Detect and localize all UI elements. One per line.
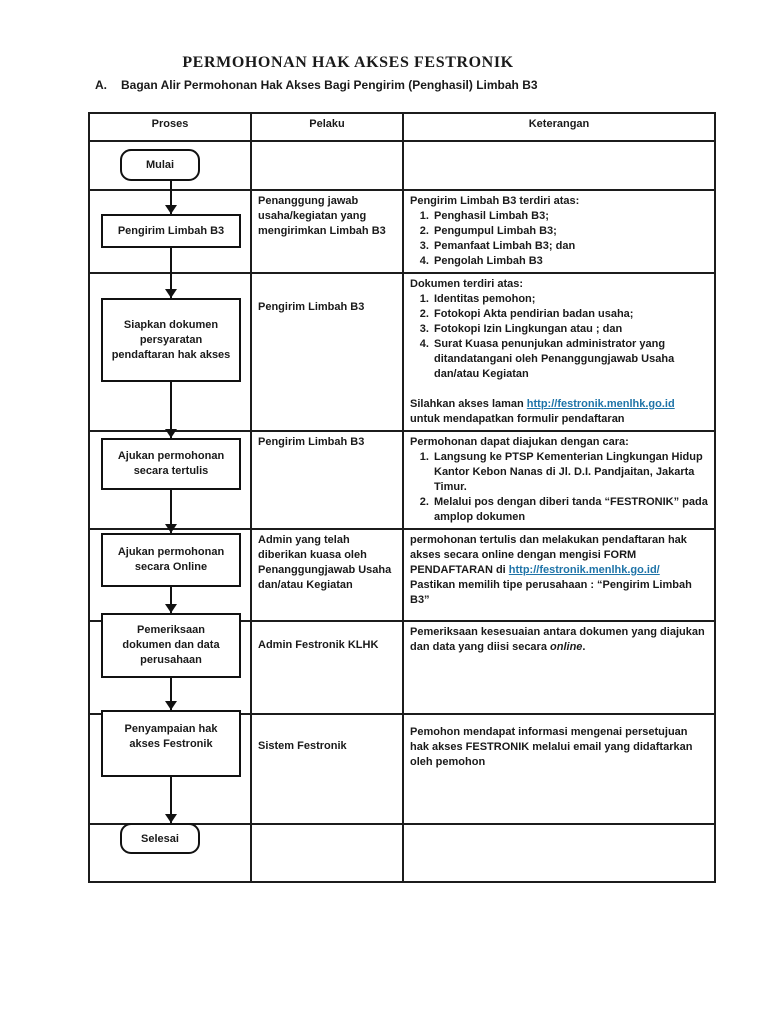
blank-line	[410, 382, 708, 397]
cell-keterangan-online: permohonan tertulis dan melakukan pendaf…	[402, 528, 716, 622]
cell-keterangan-penyampaian: Pemohon mendapat informasi mengenai pers…	[402, 713, 716, 825]
list-item: Penghasil Limbah B3;	[432, 209, 708, 224]
flow-node-pengirim-limbah-b3: Pengirim Limbah B3	[101, 214, 241, 248]
link-suffix-text: untuk mendapatkan formulir pendaftaran	[410, 413, 625, 425]
page-title: PERMOHONAN HAK AKSES FESTRONIK	[182, 54, 514, 71]
column-header-pelaku: Pelaku	[250, 112, 404, 142]
flow-connector-line	[170, 180, 172, 823]
cell-pelaku-tertulis: Pengirim Limbah B3	[250, 430, 404, 530]
list-item: Pemanfaat Limbah B3; dan	[432, 239, 708, 254]
cell-keterangan-mulai	[402, 140, 716, 191]
cell-pelaku-penyampaian: Sistem Festronik	[250, 713, 404, 825]
cell-keterangan-pemeriksaan: Pemeriksaan kesesuaian antara dokumen ya…	[402, 620, 716, 715]
keterangan-paragraph: permohonan tertulis dan melakukan pendaf…	[410, 533, 708, 578]
section-heading: A. Bagan Alir Permohonan Hak Akses Bagi …	[95, 78, 538, 92]
cell-keterangan-siapkan: Dokumen terdiri atas: Identitas pemohon;…	[402, 272, 716, 432]
keterangan-link-line: Silahkan akses laman http://festronik.me…	[410, 397, 708, 412]
festronik-link[interactable]: http://festronik.menlhk.go.id/	[508, 564, 660, 576]
list-item: Fotokopi Akta pendirian badan usaha;	[432, 307, 708, 322]
keterangan-note: Pastikan memilih tipe perusahaan : “Peng…	[410, 579, 692, 606]
flow-node-mulai: Mulai	[120, 149, 200, 181]
list-item: Fotokopi Izin Lingkungan atau ; dan	[432, 322, 708, 337]
list-item: Pengolah Limbah B3	[432, 254, 708, 269]
arrowhead-down-icon	[165, 289, 177, 298]
flowchart-layer: Mulai Pengirim Limbah B3 Siapkan dokumen…	[88, 112, 340, 862]
flow-node-selesai: Selesai	[120, 823, 200, 854]
cell-pelaku-selesai	[250, 823, 404, 883]
flowchart-table-wrap: Proses Pelaku Keterangan Penanggung jawa…	[88, 112, 716, 883]
cell-pelaku-pemeriksaan: Admin Festronik KLHK	[250, 620, 404, 715]
flow-node-penyampaian: Penyampaian hak akses Festronik	[101, 710, 241, 777]
link-prefix-text: Silahkan akses laman	[410, 398, 527, 410]
flow-node-pemeriksaan: Pemeriksaan dokumen dan data perusahaan	[101, 613, 241, 678]
section-letter: A.	[95, 78, 107, 92]
cell-keterangan-selesai	[402, 823, 716, 883]
cell-pelaku-online: Admin yang telah diberikan kuasa oleh Pe…	[250, 528, 404, 622]
arrowhead-down-icon	[165, 524, 177, 533]
column-header-keterangan: Keterangan	[402, 112, 716, 142]
table-row-ajukan-online: Admin yang telah diberikan kuasa oleh Pe…	[88, 528, 716, 622]
table-row-mulai	[88, 140, 716, 191]
festronik-link[interactable]: http://festronik.menlhk.go.id	[526, 398, 675, 410]
cell-keterangan-tertulis: Permohonan dapat diajukan dengan cara: L…	[402, 430, 716, 530]
keterangan-list: Identitas pemohon; Fotokopi Akta pendiri…	[410, 292, 708, 382]
header-row: Proses Pelaku Keterangan	[88, 112, 716, 142]
flow-node-ajukan-tertulis: Ajukan permohonan secara tertulis	[101, 438, 241, 490]
cell-pelaku-pengirim: Penanggung jawab usaha/kegiatan yang men…	[250, 189, 404, 274]
cell-pelaku-siapkan: Pengirim Limbah B3	[250, 272, 404, 432]
keterangan-intro: Permohonan dapat diajukan dengan cara:	[410, 436, 629, 448]
arrowhead-down-icon	[165, 814, 177, 823]
arrowhead-down-icon	[165, 604, 177, 613]
keterangan-intro: Pengirim Limbah B3 terdiri atas:	[410, 195, 580, 207]
list-item: Pengumpul Limbah B3;	[432, 224, 708, 239]
keterangan-text: Pemeriksaan kesesuaian antara dokumen ya…	[410, 626, 705, 653]
list-item: Surat Kuasa penunjukan administrator yan…	[432, 337, 708, 382]
list-item: Melalui pos dengan diberi tanda “FESTRON…	[432, 495, 708, 525]
flow-node-siapkan-dokumen: Siapkan dokumen persyaratan pendaftaran …	[101, 298, 241, 382]
keterangan-list: Langsung ke PTSP Kementerian Lingkungan …	[410, 450, 708, 525]
arrowhead-down-icon	[165, 429, 177, 438]
arrowhead-down-icon	[165, 205, 177, 214]
section-title: Bagan Alir Permohonan Hak Akses Bagi Pen…	[121, 78, 538, 92]
keterangan-intro: Dokumen terdiri atas:	[410, 278, 524, 290]
keterangan-italic-word: online	[550, 641, 583, 653]
cell-keterangan-pengirim: Pengirim Limbah B3 terdiri atas: Penghas…	[402, 189, 716, 274]
cell-pelaku-mulai	[250, 140, 404, 191]
flow-node-ajukan-online: Ajukan permohonan secara Online	[101, 533, 241, 587]
list-item: Langsung ke PTSP Kementerian Lingkungan …	[432, 450, 708, 495]
column-header-proses: Proses	[88, 112, 252, 142]
keterangan-list: Penghasil Limbah B3; Pengumpul Limbah B3…	[410, 209, 708, 269]
link-prefix-text: permohonan tertulis dan melakukan pendaf…	[410, 534, 687, 576]
list-item: Identitas pemohon;	[432, 292, 708, 307]
keterangan-text: .	[582, 641, 586, 653]
arrowhead-down-icon	[165, 701, 177, 710]
